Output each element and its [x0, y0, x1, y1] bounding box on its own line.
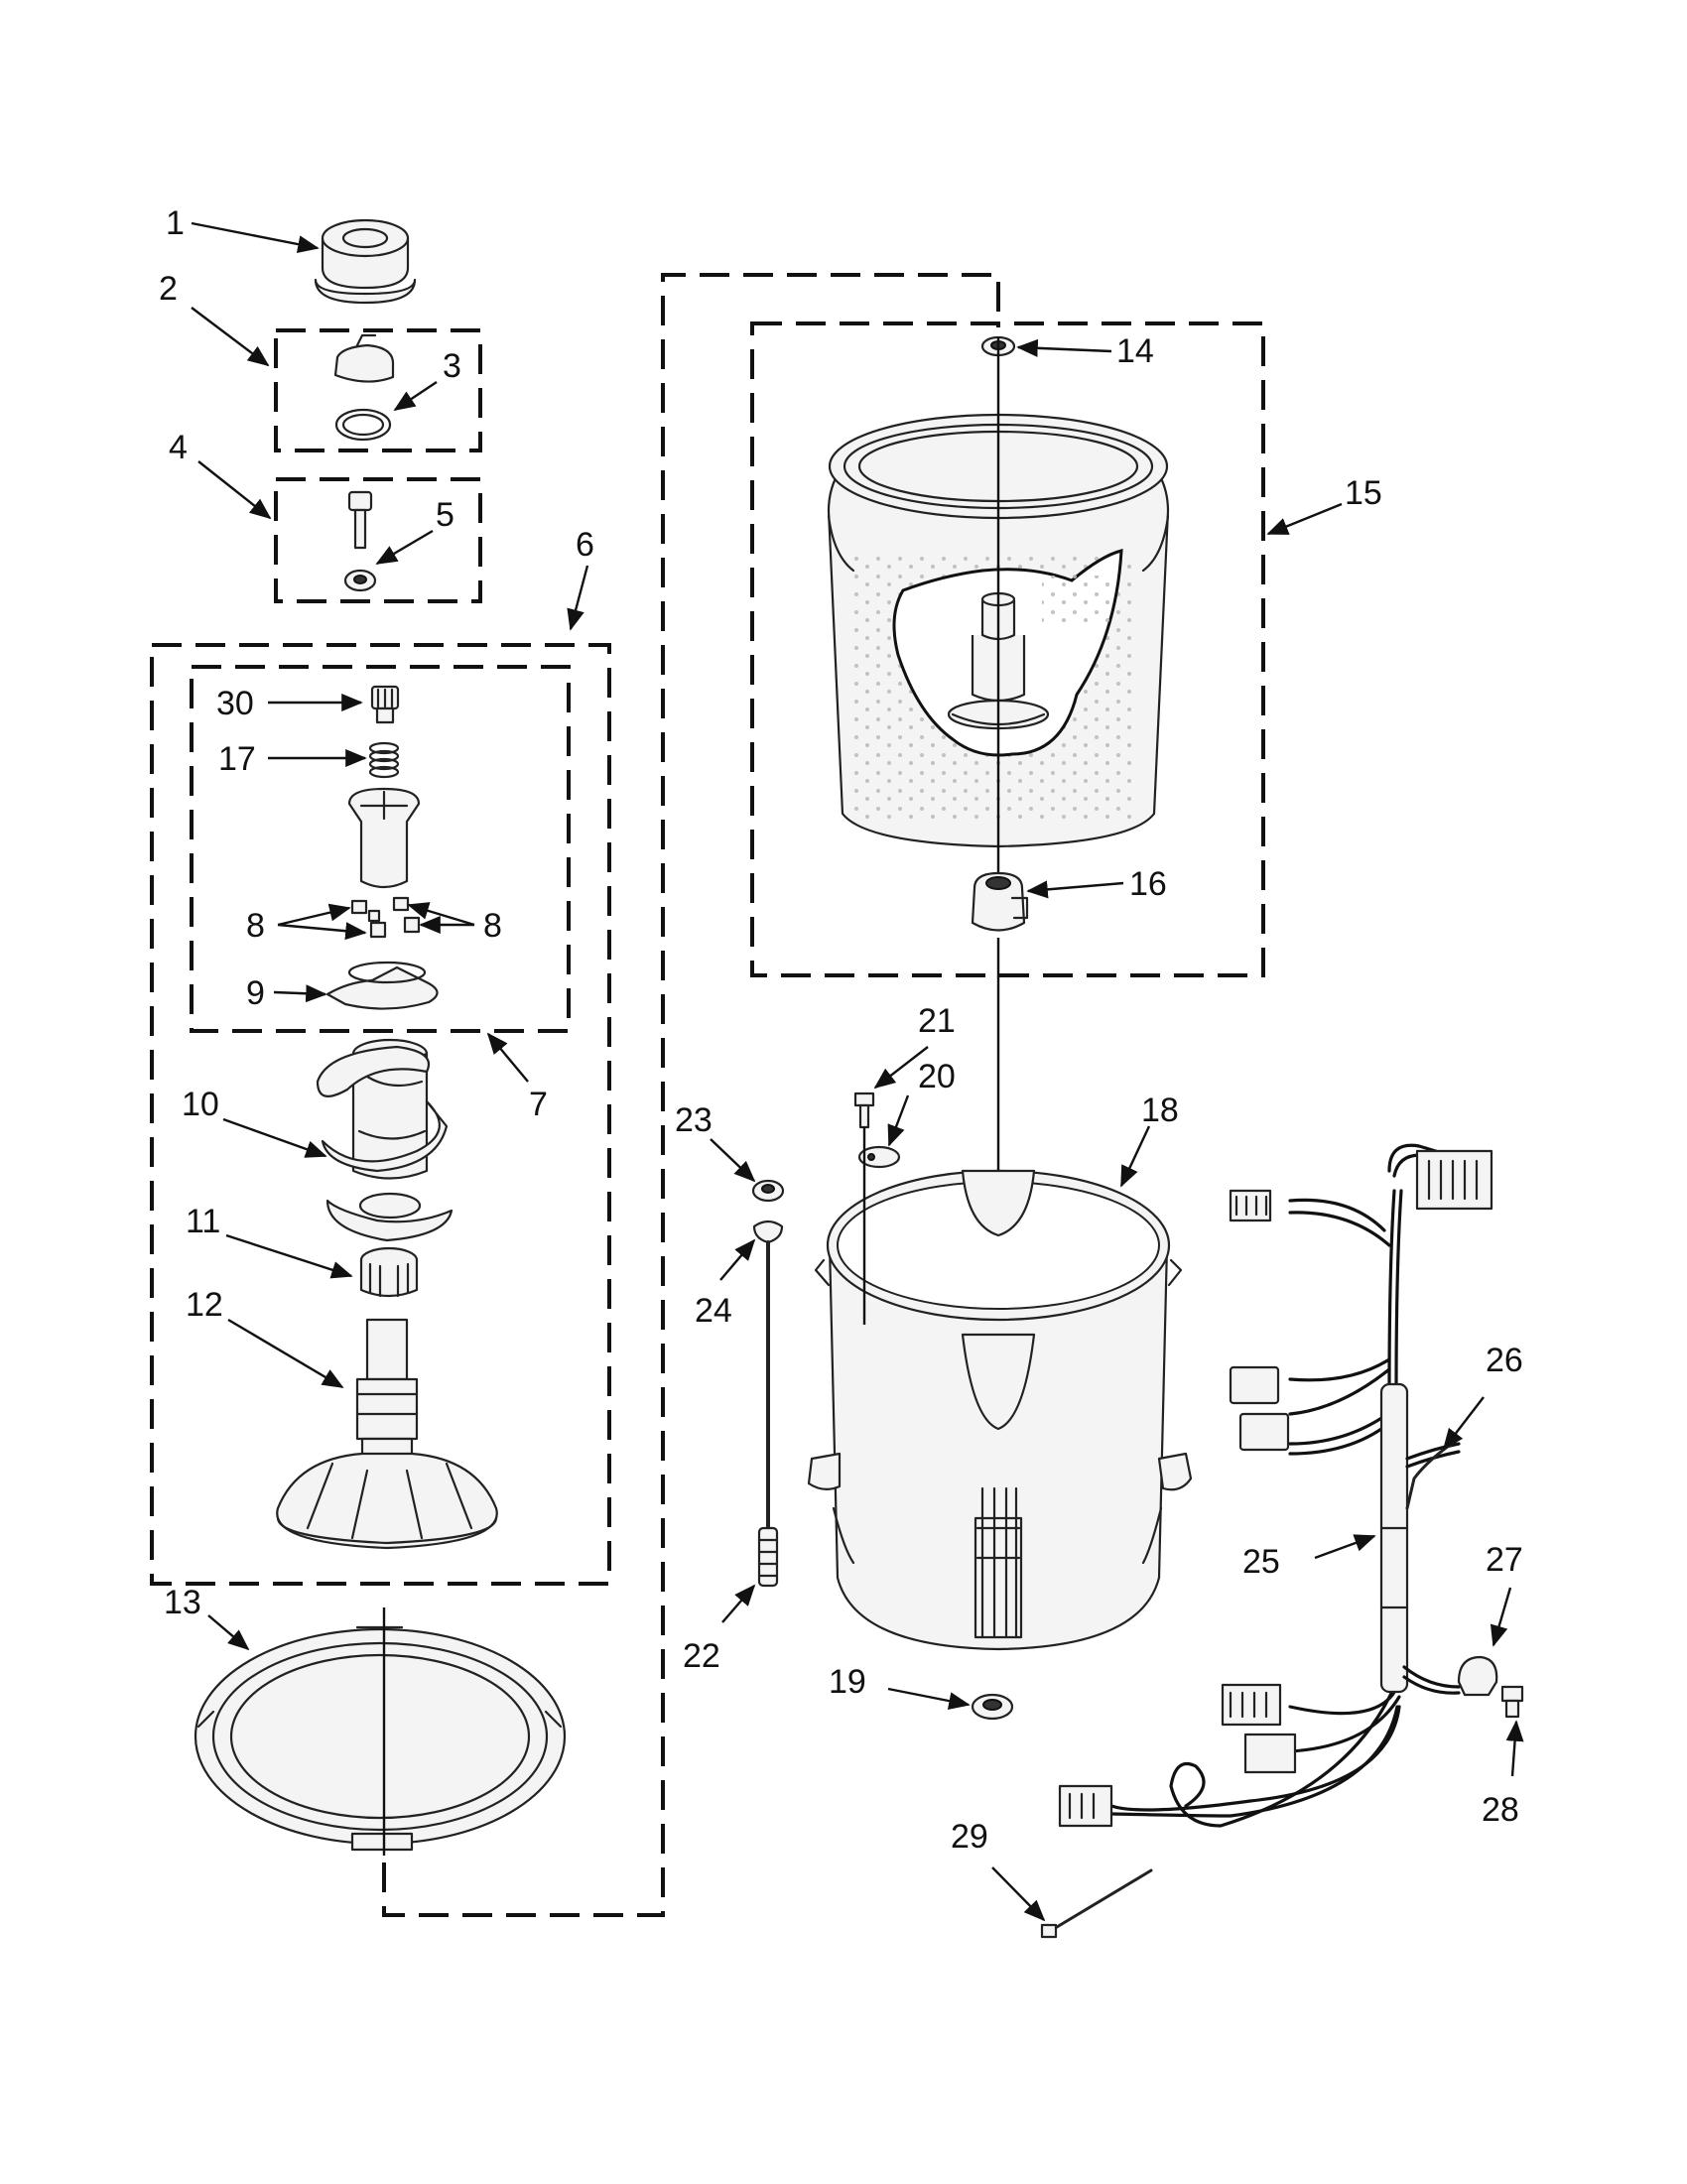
part-1-cap: [314, 218, 417, 305]
part-16-hub: [971, 871, 1029, 932]
callout-13: 13: [164, 1584, 201, 1621]
callout-28: 28: [1482, 1791, 1519, 1829]
callout-20: 20: [918, 1058, 956, 1095]
callout-10: 10: [182, 1086, 219, 1123]
callout-9: 9: [246, 974, 265, 1012]
part-17-spring: [368, 741, 400, 779]
connector-line: [382, 273, 1000, 1917]
part-29-tie: [1040, 1868, 1153, 1939]
kit-box-2: [274, 328, 482, 452]
callout-labels: 1 2 3 4 5 6 7 8 8 9 10 11 12 13 14 15 16…: [159, 204, 1523, 1856]
part-9-cup: [325, 961, 439, 1010]
callout-22: 22: [683, 1637, 720, 1675]
part-13-ring: [194, 1625, 567, 1852]
kit-box-4: [274, 477, 482, 603]
callout-8-left: 8: [246, 907, 265, 945]
agitator-cam: [347, 787, 421, 889]
part-27-clamp: [1457, 1655, 1498, 1697]
part-20-plate: [857, 1145, 901, 1169]
kit-box-6: [150, 643, 611, 1586]
part-3-ring: [334, 408, 392, 442]
part-18-tub: [807, 1169, 1193, 1651]
part-21-screw: [853, 1092, 875, 1129]
part-30-cap: [370, 685, 400, 724]
callout-6: 6: [576, 526, 594, 564]
part-12-drive: [276, 1318, 498, 1550]
callout-30: 30: [216, 685, 254, 722]
callout-8-right: 8: [483, 907, 502, 945]
kit-box-7: [190, 665, 571, 1033]
callout-17: 17: [218, 740, 256, 778]
kit-box-15: [750, 321, 1265, 977]
callout-1: 1: [166, 204, 185, 242]
callout-18: 18: [1141, 1092, 1179, 1129]
callout-3: 3: [443, 347, 461, 385]
callout-11: 11: [186, 1203, 220, 1240]
part-24-ball: [752, 1220, 784, 1244]
callout-23: 23: [675, 1101, 713, 1139]
callout-29: 29: [951, 1818, 988, 1856]
callout-14: 14: [1116, 332, 1154, 370]
callout-2: 2: [159, 270, 178, 308]
leaders: [191, 221, 1524, 1922]
callout-26: 26: [1486, 1342, 1523, 1379]
part-22-rod: [757, 1240, 779, 1588]
part-10-auger: [316, 1038, 454, 1242]
part-8-dogs: [350, 896, 421, 939]
callout-16: 16: [1129, 865, 1167, 903]
part-28-screw: [1500, 1685, 1524, 1719]
callout-12: 12: [186, 1286, 223, 1324]
part-4-bolt: [347, 490, 373, 550]
callout-5: 5: [436, 496, 454, 534]
callout-7: 7: [529, 1086, 548, 1123]
callout-25: 25: [1242, 1543, 1280, 1581]
callout-15: 15: [1345, 474, 1382, 512]
callout-21: 21: [918, 1002, 956, 1040]
part-23-cap: [751, 1179, 785, 1203]
callout-27: 27: [1486, 1541, 1523, 1579]
part-25-harness: [1058, 1143, 1493, 1828]
part-11-bearing: [359, 1246, 419, 1298]
callout-24: 24: [695, 1292, 732, 1330]
part-2-clip: [333, 333, 395, 383]
callout-19: 19: [829, 1663, 866, 1701]
part-5-washer: [343, 569, 377, 592]
callout-4: 4: [169, 429, 188, 466]
part-19-seal: [971, 1693, 1014, 1721]
